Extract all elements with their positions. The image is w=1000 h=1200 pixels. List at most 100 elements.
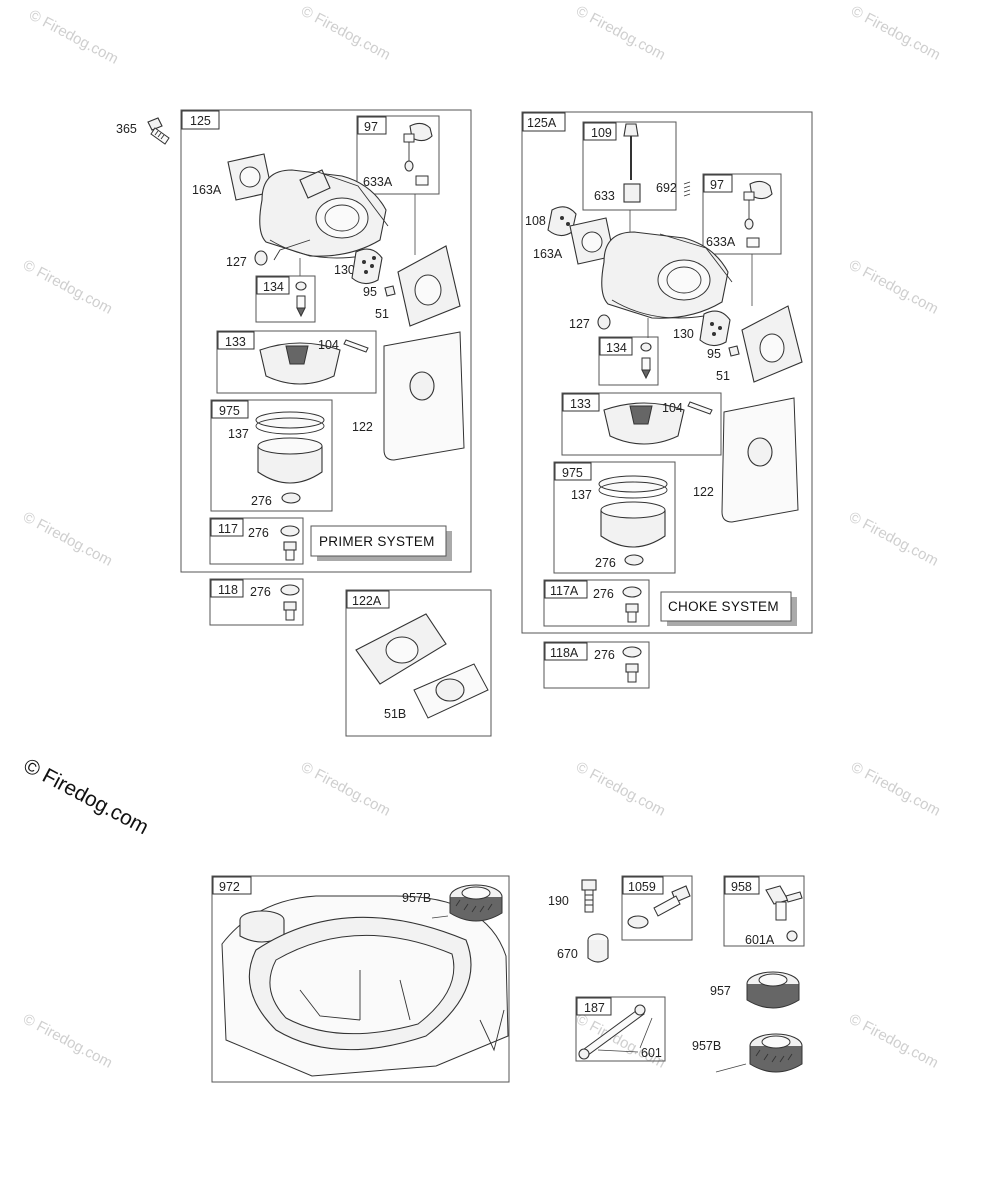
tag-117a xyxy=(544,580,588,599)
tag-133-label: 133 xyxy=(225,335,246,349)
label-95: 95 xyxy=(363,285,377,299)
label-601: 601 xyxy=(641,1046,662,1060)
plug-127-icon xyxy=(254,250,268,266)
label-127: 127 xyxy=(226,255,247,269)
box-134-choke xyxy=(598,336,659,386)
watermark: © Firedog.com xyxy=(26,7,121,68)
bolt-118a-icon xyxy=(625,663,639,683)
fitting-190-icon xyxy=(581,879,597,913)
valve-1059-icon xyxy=(627,885,691,929)
bushing-670-icon xyxy=(587,933,609,963)
label-190: 190 xyxy=(548,894,569,908)
tag-133-choke xyxy=(562,393,600,412)
box-117 xyxy=(209,517,304,565)
label-95-choke: 95 xyxy=(707,347,721,361)
label-633: 633 xyxy=(594,189,615,203)
bowl-975-choke-icon xyxy=(598,475,668,548)
caption-box xyxy=(310,525,447,557)
label-122: 122 xyxy=(352,420,373,434)
washer-117a-icon xyxy=(622,586,642,598)
tag-1059-label: 1059 xyxy=(628,880,656,894)
shutoff-958-icon xyxy=(765,885,803,921)
tag-122a xyxy=(346,590,390,609)
box-975-choke xyxy=(553,461,676,574)
tag-97-label: 97 xyxy=(364,120,378,134)
tag-187-label: 187 xyxy=(584,1001,605,1015)
box-97 xyxy=(356,115,440,195)
clamp-601a-icon xyxy=(786,930,798,942)
washer-276-icon xyxy=(281,492,301,504)
diaphragm-130-choke-icon xyxy=(699,310,731,347)
watermark: © Firedog.com xyxy=(20,1011,115,1072)
box-125 xyxy=(180,109,472,573)
tag-133-choke-label: 133 xyxy=(570,397,591,411)
box-118a xyxy=(543,641,650,689)
tag-118-label: 118 xyxy=(218,583,238,597)
screw-365-icon xyxy=(147,117,170,145)
tag-97-choke xyxy=(703,174,733,193)
primer-plunger-icon xyxy=(403,122,433,186)
tag-125a xyxy=(522,112,566,132)
washer-118a-icon xyxy=(622,646,642,658)
tag-117a-label: 117A xyxy=(550,584,579,598)
watermark: © Firedog.com xyxy=(298,759,393,820)
tag-125a-label: 125A xyxy=(527,116,557,130)
fuel-cap-957b-icon xyxy=(449,884,503,922)
tag-975-choke xyxy=(554,462,592,481)
label-163a: 163A xyxy=(192,183,222,197)
box-122a xyxy=(345,589,492,737)
label-276-117a: 276 xyxy=(593,587,614,601)
gasket-163a-icon xyxy=(227,153,273,201)
tag-133 xyxy=(217,331,255,350)
box-972 xyxy=(211,875,510,1083)
tag-125-label: 125 xyxy=(190,114,211,128)
tag-118a-label: 118A xyxy=(550,646,579,660)
label-276-primer: 276 xyxy=(251,494,272,508)
tag-1059 xyxy=(622,876,664,895)
box-187 xyxy=(575,996,666,1062)
primer-system-caption: PRIMER SYSTEM xyxy=(319,534,435,549)
tag-975 xyxy=(211,400,249,419)
insulator-122-icon xyxy=(383,331,465,461)
screw-95-choke-icon xyxy=(728,345,740,357)
pin-104-choke-icon xyxy=(687,401,713,415)
tag-97-choke-label: 97 xyxy=(710,178,724,192)
float-133-choke-icon xyxy=(603,402,685,445)
leader-601 xyxy=(597,1017,653,1053)
box-109 xyxy=(582,121,677,211)
choke-system-group: 125A 109 633 692 97 633A 108 xyxy=(521,111,813,689)
box-958 xyxy=(723,875,805,947)
needle-134-icon xyxy=(295,281,307,318)
label-127-choke: 127 xyxy=(569,317,590,331)
fuel-cap-957b-bottom-icon xyxy=(749,1033,803,1073)
insulator-122-choke-icon xyxy=(721,397,799,523)
box-133 xyxy=(216,330,377,394)
watermark: © Firedog.com xyxy=(848,3,943,64)
tag-958 xyxy=(724,876,760,895)
watermark: © Firedog.com xyxy=(20,509,115,570)
box-118 xyxy=(209,578,304,626)
screw-95-icon xyxy=(384,285,396,297)
leader-957b-top xyxy=(431,915,449,919)
label-957b-top: 957B xyxy=(402,891,431,905)
label-51-choke: 51 xyxy=(716,369,730,383)
needle-134-choke-icon xyxy=(640,342,652,380)
label-276-117: 276 xyxy=(248,526,269,540)
tag-187 xyxy=(576,997,612,1016)
gasket-51-choke-icon xyxy=(741,305,803,383)
washer-276-choke-icon xyxy=(624,554,644,566)
label-601a: 601A xyxy=(745,933,775,947)
label-104-choke: 104 xyxy=(662,401,683,415)
label-163a-choke: 163A xyxy=(533,247,563,261)
label-670: 670 xyxy=(557,947,578,961)
gasket-51b-icon xyxy=(413,663,489,719)
watermark: © Firedog.com xyxy=(846,1011,941,1072)
bolt-117a-icon xyxy=(625,603,639,623)
gasket-163a-choke-icon xyxy=(569,217,615,265)
watermark: © Firedog.com xyxy=(846,509,941,570)
fuel-tank-group: 972 957B 190 1059 xyxy=(211,875,805,1083)
gasket-51-icon xyxy=(397,245,461,327)
label-130-choke: 130 xyxy=(673,327,694,341)
tag-122a-label: 122A xyxy=(352,594,382,608)
